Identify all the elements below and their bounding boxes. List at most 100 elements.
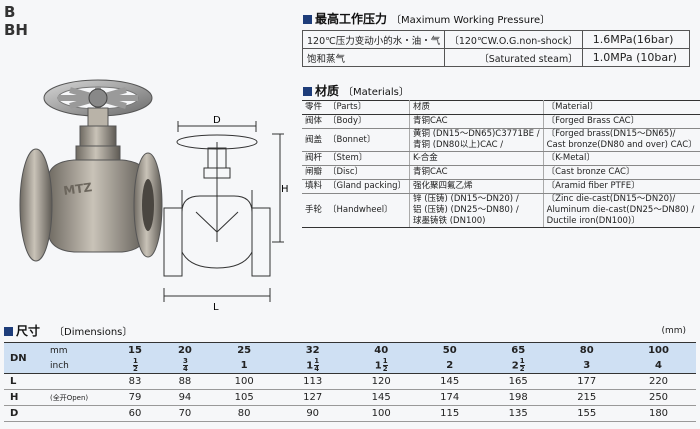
material-zh: 强化聚四氟乙烯: [409, 179, 544, 194]
section-square-icon: [4, 327, 13, 336]
row-label: L: [4, 373, 50, 390]
material-en: 〔K-Metal〕: [543, 151, 700, 166]
dn-inch: 3: [552, 358, 621, 374]
material-zh: 青铜CAC: [409, 114, 544, 129]
material-en: 〔Aramid fiber PTFE〕: [543, 179, 700, 194]
dn-inch: 2: [415, 358, 484, 374]
dim-value: 135: [483, 405, 553, 422]
drawing-label-l: L: [213, 302, 219, 312]
pressure-table: 120℃压力变动小的水・油・气 〔120℃W.O.G.non-shock〕 1.…: [301, 30, 691, 67]
materials-header-mat-zh: 材质: [409, 100, 544, 115]
dim-value: 127: [278, 389, 347, 406]
valve-photo: MTZ: [19, 79, 163, 262]
dim-value: 88: [159, 373, 210, 390]
dim-value: 70: [159, 405, 210, 422]
dim-value: 145: [415, 373, 484, 390]
inch-whole: 4: [655, 360, 662, 371]
pressure-row: 饱和蒸气 〔Saturated steam〕 1.0MPa (10bar): [301, 48, 691, 67]
dim-value: 79: [110, 389, 160, 406]
dim-value: 198: [483, 389, 553, 406]
pressure-row: 120℃压力变动小的水・油・气 〔120℃W.O.G.non-shock〕 1.…: [301, 30, 691, 49]
part-en: 〔Handwheel〕: [325, 193, 411, 228]
pressure-condition-en: 〔120℃W.O.G.non-shock〕: [444, 30, 583, 49]
dim-value: 80: [209, 405, 279, 422]
part-en: 〔Stem〕: [325, 151, 411, 166]
dimension-row-l: L 83 88 100 113 120 145 165 177 220: [4, 373, 696, 390]
materials-header-row: 零件 〔Parts〕 材质 〔Material〕: [302, 100, 700, 115]
materials-row: 阀盖 〔Bonnet〕 黄铜 (DN15～DN65)C3771BE /青铜 (D…: [302, 128, 700, 152]
dn-mm: 32: [278, 342, 347, 358]
material-en: 〔Zinc die-cast(DN15～DN20)/Aluminum die-c…: [543, 193, 700, 228]
dim-value: 165: [483, 373, 553, 390]
dim-value: 120: [346, 373, 416, 390]
dn-label: DN: [4, 342, 50, 374]
dn-mm: 15: [110, 342, 160, 358]
part-zh: 阀盖: [302, 128, 326, 152]
dimension-row-d: D 60 70 80 90 100 115 135 155 180: [4, 405, 696, 422]
row-note: [50, 405, 110, 422]
inch-whole: 1: [240, 360, 248, 371]
part-en: 〔Body〕: [325, 114, 411, 129]
pressure-section-title: 最高工作压力〔Maximum Working Pressure〕: [303, 12, 550, 28]
dn-mm: 25: [209, 342, 279, 358]
materials-row: 填料 〔Gland packing〕 强化聚四氟乙烯 〔Aramid fiber…: [302, 179, 700, 194]
row-note: (全开Open): [50, 389, 110, 406]
materials-row: 手轮 〔Handwheel〕 锌 (压铸) (DN15～DN20) /铝 (压铸…: [302, 193, 700, 228]
part-zh: 阀体: [302, 114, 326, 129]
inch-whole: 1: [374, 360, 382, 372]
material-zh: 青铜CAC: [409, 165, 544, 180]
part-zh: 手轮: [302, 193, 326, 228]
part-zh: 阀杆: [302, 151, 326, 166]
dim-value: 90: [278, 405, 347, 422]
dimensions-table: DN mm 15 20 25 32 40 50 65 80 100 inch 1…: [4, 342, 696, 422]
section-square-icon: [303, 87, 312, 96]
dn-inch: 4: [621, 358, 696, 374]
pressure-condition-en: 〔Saturated steam〕: [444, 48, 583, 67]
dim-value: 83: [110, 373, 160, 390]
dim-value: 250: [621, 389, 696, 406]
materials-table: 零件 〔Parts〕 材质 〔Material〕 阀体 〔Body〕 青铜CAC…: [302, 100, 700, 228]
materials-header-part-zh: 零件: [302, 100, 326, 115]
inch-whole: 2: [511, 360, 519, 372]
dim-value: 100: [209, 373, 279, 390]
model-code-b: B: [4, 3, 16, 21]
dim-value: 174: [415, 389, 484, 406]
pressure-value: 1.6MPa(16bar): [581, 30, 691, 49]
dim-value: 180: [621, 405, 696, 422]
material-zh: 锌 (压铸) (DN15～DN20) /铝 (压铸) (DN25～DN80) /…: [409, 193, 544, 228]
section-square-icon: [303, 15, 312, 24]
materials-header-mat-en: 〔Material〕: [543, 100, 700, 115]
dim-value: 115: [415, 405, 484, 422]
material-zh: K-合金: [409, 151, 544, 166]
dn-mm: 80: [552, 342, 621, 358]
row-label: D: [4, 405, 50, 422]
dimension-row-h: H (全开Open) 79 94 105 127 145 174 198 215…: [4, 389, 696, 406]
dim-value: 105: [209, 389, 279, 406]
dn-mm: 50: [415, 342, 484, 358]
material-zh: 黄铜 (DN15～DN65)C3771BE /青铜 (DN80以上)CAC /: [409, 128, 544, 152]
dn-mm-row: DN mm 15 20 25 32 40 50 65 80 100: [4, 342, 696, 374]
material-en: 〔Forged Brass CAC〕: [543, 114, 700, 129]
dn-mm: 40: [346, 342, 416, 358]
technical-drawing: D H L: [163, 115, 289, 312]
pressure-value: 1.0MPa (10bar): [581, 48, 691, 67]
materials-row: 闸瓣 〔Disc〕 青铜CAC 〔Cast bronze CAC〕: [302, 165, 700, 180]
dim-value: 60: [110, 405, 160, 422]
dn-inch: 1: [209, 358, 279, 374]
row-label: H: [4, 389, 50, 406]
row-note: [50, 373, 110, 390]
part-zh: 闸瓣: [302, 165, 326, 180]
mm-label: mm: [50, 342, 110, 358]
inch-whole: 3: [583, 360, 591, 371]
drawing-label-h: H: [281, 184, 289, 195]
inch-whole: 1: [306, 360, 314, 372]
logo-text: MTZ: [62, 180, 93, 198]
